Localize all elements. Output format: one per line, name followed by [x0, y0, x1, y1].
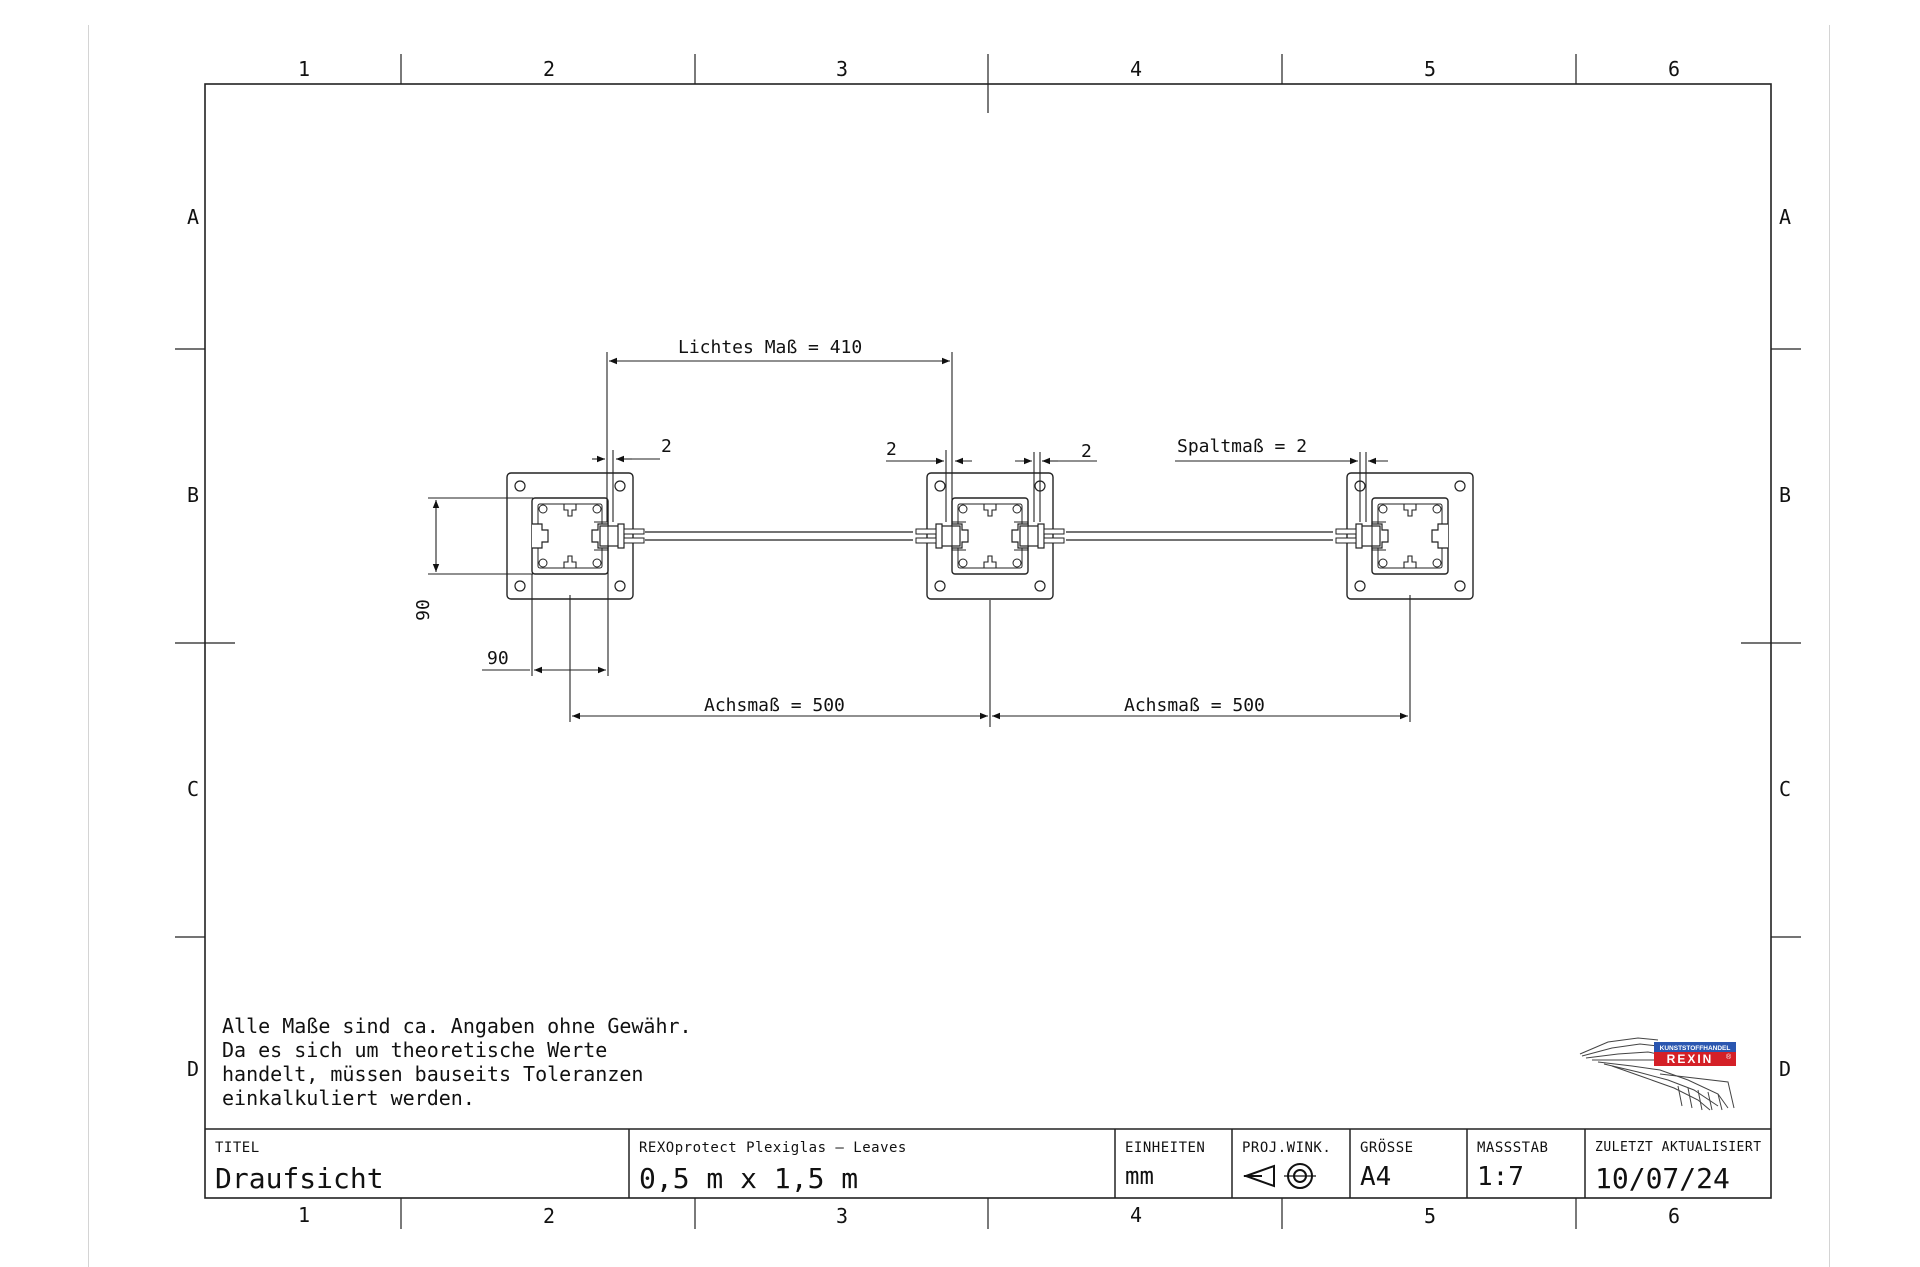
note-line-4: einkalkuliert werden.: [222, 1086, 475, 1110]
grid-row-a-left: A: [186, 205, 200, 229]
glass-panel-left: [645, 531, 913, 541]
title-block-massstab: MASSSTAB 1:7: [1467, 1126, 1585, 1198]
clamp-middle-right: [1013, 521, 1065, 551]
grid-col-3-top: 3: [835, 57, 849, 81]
rexin-logo-graphic: KUNSTSTOFFHANDEL REXIN ®: [1579, 1037, 1736, 1111]
product-value: 0,5 m x 1,5 m: [639, 1162, 859, 1195]
grid-ticks-top: [400, 54, 1577, 113]
title-block-titel: TITEL Draufsicht: [205, 1126, 629, 1198]
title-block-product: REXOprotect Plexiglas – Leaves 0,5 m x 1…: [629, 1126, 1115, 1198]
grid-col-4-bottom: 4: [1129, 1203, 1143, 1227]
disclaimer-note: Alle Maße sind ca. Angaben ohne Gewähr.D…: [222, 1014, 692, 1110]
grid-col-2-bottom: 2: [542, 1204, 556, 1228]
grid-col-1-top: 1: [297, 57, 311, 81]
dim-gap-mid-left: [886, 450, 972, 522]
grid-row-a-right: A: [1778, 205, 1792, 229]
title-block-frame: [205, 1128, 1771, 1198]
product-label: REXOprotect Plexiglas – Leaves: [639, 1140, 907, 1156]
dim-label-lichtes-mass: Lichtes Maß = 410: [678, 337, 863, 358]
first-angle-projection-icon: [1243, 1163, 1316, 1189]
grid-col-5-top: 5: [1423, 57, 1437, 81]
groesse-label: GRÖSSE: [1360, 1140, 1414, 1156]
grid-row-d-left: D: [186, 1057, 200, 1081]
clamp-left: [593, 521, 645, 551]
groesse-value: A4: [1360, 1162, 1392, 1192]
grid-col-5-bottom: 5: [1423, 1204, 1437, 1228]
updated-value: 10/07/24: [1595, 1162, 1730, 1195]
projwink-label: PROJ.WINK.: [1242, 1140, 1332, 1156]
einheiten-label: EINHEITEN: [1125, 1140, 1206, 1156]
grid-ticks-bottom: [400, 1198, 1577, 1229]
grid-col-3-bottom: 3: [835, 1204, 849, 1228]
title-block-einheiten: EINHEITEN mm: [1115, 1126, 1232, 1198]
dim-post-depth: [428, 497, 533, 575]
titel-value: Draufsicht: [215, 1162, 384, 1195]
dim-label-achsmass-left: Achsmaß = 500: [704, 695, 845, 716]
dim-label-gap-left: 2: [661, 436, 672, 457]
updated-label: ZULETZT AKTUALISIERT: [1595, 1140, 1762, 1155]
logo-brand-text: REXIN: [1667, 1052, 1714, 1066]
grid-col-2-top: 2: [542, 57, 556, 81]
rexin-logo: KUNSTSTOFFHANDEL REXIN ®: [1578, 1030, 1738, 1112]
title-block-updated: ZULETZT AKTUALISIERT 10/07/24: [1585, 1126, 1771, 1198]
grid-row-b-right: B: [1778, 483, 1792, 507]
massstab-label: MASSSTAB: [1477, 1140, 1549, 1156]
dim-label-post-width: 90: [487, 648, 509, 669]
dim-label-gap-mid-left: 2: [886, 439, 897, 460]
grid-row-b-left: B: [186, 483, 200, 507]
dim-gap-left: [592, 450, 660, 522]
grid-ticks-sides: [175, 348, 1801, 938]
clamp-middle-left: [915, 521, 967, 551]
grid-row-d-right: D: [1778, 1057, 1792, 1081]
dim-label-post-depth: 90: [412, 599, 434, 621]
titel-label: TITEL: [215, 1140, 260, 1156]
logo-registered-mark: ®: [1726, 1053, 1732, 1061]
page-edge-left: [88, 25, 89, 1267]
note-line-1: Alle Maße sind ca. Angaben ohne Gewähr.: [222, 1014, 692, 1038]
clamp-right: [1335, 521, 1387, 551]
grid-row-c-left: C: [186, 777, 200, 801]
grid-col-6-top: 6: [1667, 57, 1681, 81]
dim-label-achsmass-right: Achsmaß = 500: [1124, 695, 1265, 716]
dim-label-spaltmass: Spaltmaß = 2: [1177, 436, 1308, 457]
dim-gap-mid-right: [1015, 452, 1097, 522]
grid-col-1-bottom: 1: [297, 1203, 311, 1227]
title-block-groesse: GRÖSSE A4: [1350, 1126, 1467, 1198]
dim-spaltmass: [1175, 452, 1388, 522]
title-block-projwink: PROJ.WINK.: [1232, 1126, 1350, 1198]
note-line-2: Da es sich um theoretische Werte: [222, 1038, 608, 1062]
dim-lichtes-mass: [606, 352, 953, 522]
dim-achsmass: [569, 595, 1411, 727]
massstab-value: 1:7: [1477, 1162, 1524, 1192]
grid-col-4-top: 4: [1129, 57, 1143, 81]
glass-panel-right: [1066, 531, 1333, 541]
note-line-3: handelt, müssen bauseits Toleranzen: [222, 1062, 644, 1086]
dim-label-gap-mid-right: 2: [1081, 441, 1092, 462]
grid-row-c-right: C: [1778, 777, 1792, 801]
logo-top-text: KUNSTSTOFFHANDEL: [1660, 1045, 1731, 1052]
page-edge-right: [1829, 25, 1830, 1267]
einheiten-value: mm: [1125, 1162, 1154, 1190]
grid-col-6-bottom: 6: [1667, 1204, 1681, 1228]
